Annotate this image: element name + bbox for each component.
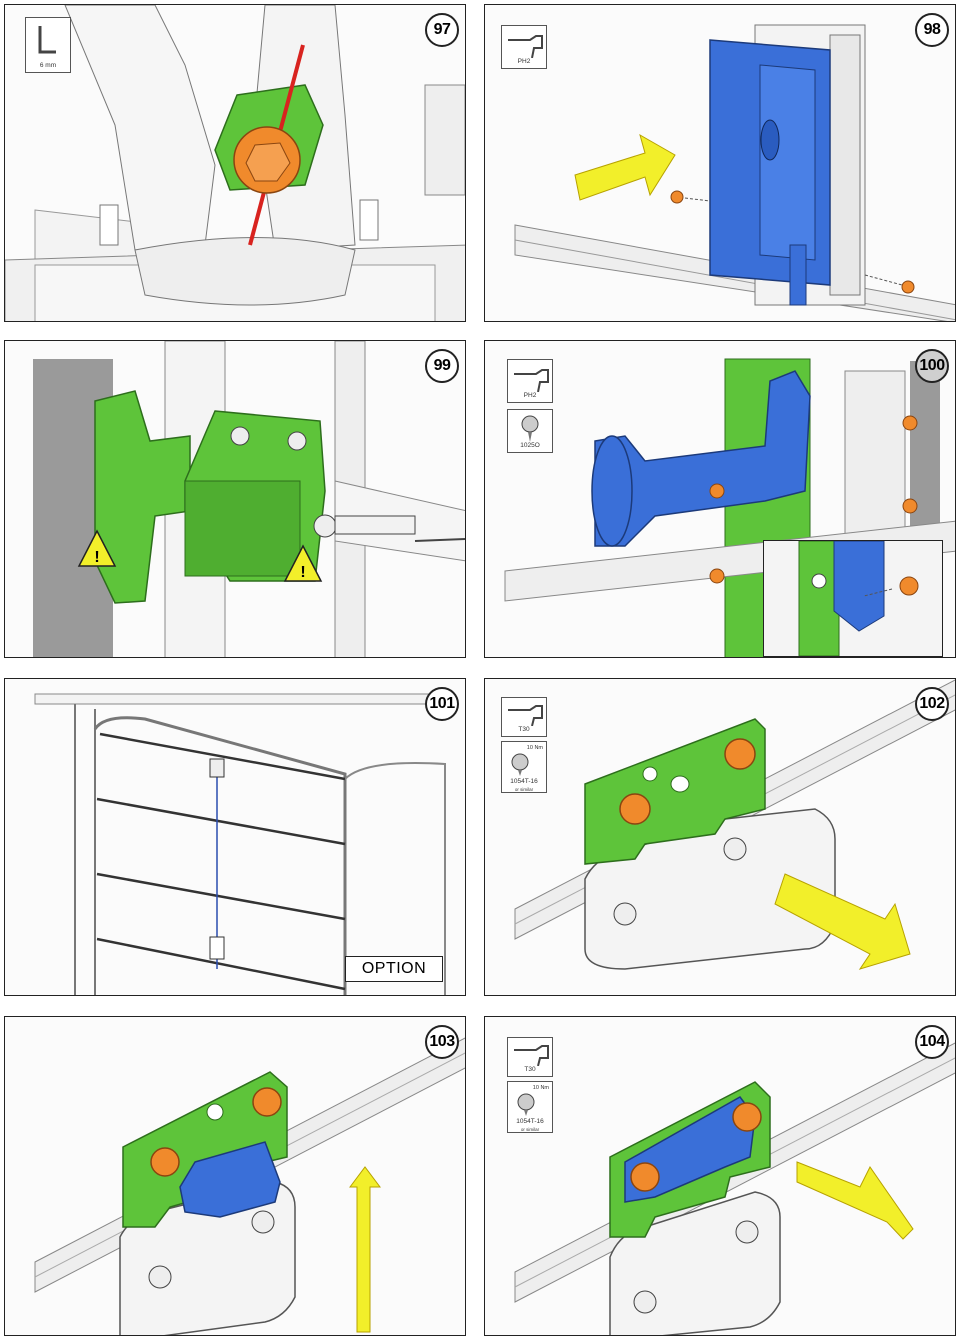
screw-icon (511, 753, 529, 776)
tool-box-screwdriver: PH2 (501, 25, 547, 69)
tool-box-screw: 10 Nm 1054T-16 or similar (507, 1081, 553, 1133)
step-101-illustration (5, 679, 465, 995)
tool-label: 1054T-16 (516, 1118, 544, 1125)
blue-bracket (594, 370, 811, 547)
svg-text:!: ! (300, 564, 305, 581)
tool-label: PH2 (517, 58, 531, 65)
tool-note: or similar (520, 1127, 540, 1132)
green-lock-left (94, 390, 191, 604)
hex-key-icon (38, 26, 56, 54)
step-97-illustration (5, 5, 465, 321)
yellow-arrow (774, 873, 911, 970)
green-plate (584, 718, 766, 865)
tool-box-torx: T30 (501, 697, 547, 737)
detail-inset (763, 540, 943, 657)
torque-value: 10 Nm (526, 745, 543, 751)
step-number: 100 (915, 349, 949, 383)
panel-step-102: T30 10 Nm 1054T-16 or similar 102 (484, 678, 956, 996)
step-number: 103 (425, 1025, 459, 1059)
step-98-illustration (485, 5, 955, 321)
inset-illustration (798, 541, 919, 656)
tool-box-screw: 1025O (507, 409, 553, 453)
tool-box-screw: 10 Nm 1054T-16 or similar (501, 741, 547, 793)
step-99-illustration: ! ! (5, 341, 465, 657)
step-number: 97 (425, 13, 459, 47)
tool-label: T30 (518, 726, 530, 733)
option-label: OPTION (345, 956, 443, 982)
panel-step-101: 101 (4, 678, 466, 996)
screwdriver-icon (514, 1045, 549, 1067)
yellow-arrow (574, 133, 676, 201)
step-103-illustration (5, 1017, 465, 1335)
panel-step-99: ! ! 99 (4, 340, 466, 658)
panel-step-97: 6 mm 97 (4, 4, 466, 322)
step-number: 101 (425, 687, 459, 721)
tool-label: PH2 (523, 392, 537, 399)
screwdriver-icon (514, 369, 549, 393)
tool-box-torx: T30 (507, 1037, 553, 1077)
tool-label: 6 mm (39, 62, 57, 69)
screwdriver-icon (508, 705, 543, 727)
step-number: 98 (915, 13, 949, 47)
panel-step-103: 103 (4, 1016, 466, 1336)
blue-clip (179, 1141, 281, 1218)
screw-icon (517, 1093, 535, 1116)
yellow-arrow (796, 1161, 914, 1240)
screw-icon (521, 415, 539, 442)
step-104-illustration (485, 1017, 955, 1335)
svg-text:!: ! (94, 549, 99, 566)
tool-box-screwdriver: PH2 (507, 359, 553, 403)
panel-step-98: PH2 98 (484, 4, 956, 322)
warning-icon (77, 529, 117, 567)
tool-box-hex-key: 6 mm (25, 17, 71, 73)
step-number: 102 (915, 687, 949, 721)
screwdriver-icon (508, 35, 543, 59)
panel-step-104: T30 10 Nm 1054T-16 or similar 104 (484, 1016, 956, 1336)
step-number: 99 (425, 349, 459, 383)
tool-note: or similar (514, 787, 534, 792)
step-102-illustration (485, 679, 955, 995)
warning-icon (283, 544, 323, 582)
tool-label: T30 (524, 1066, 536, 1073)
tool-label: 1025O (520, 442, 540, 449)
step-number: 104 (915, 1025, 949, 1059)
yellow-arrow (349, 1166, 381, 1333)
tool-label: 1054T-16 (510, 778, 538, 785)
torque-value: 10 Nm (532, 1085, 549, 1091)
